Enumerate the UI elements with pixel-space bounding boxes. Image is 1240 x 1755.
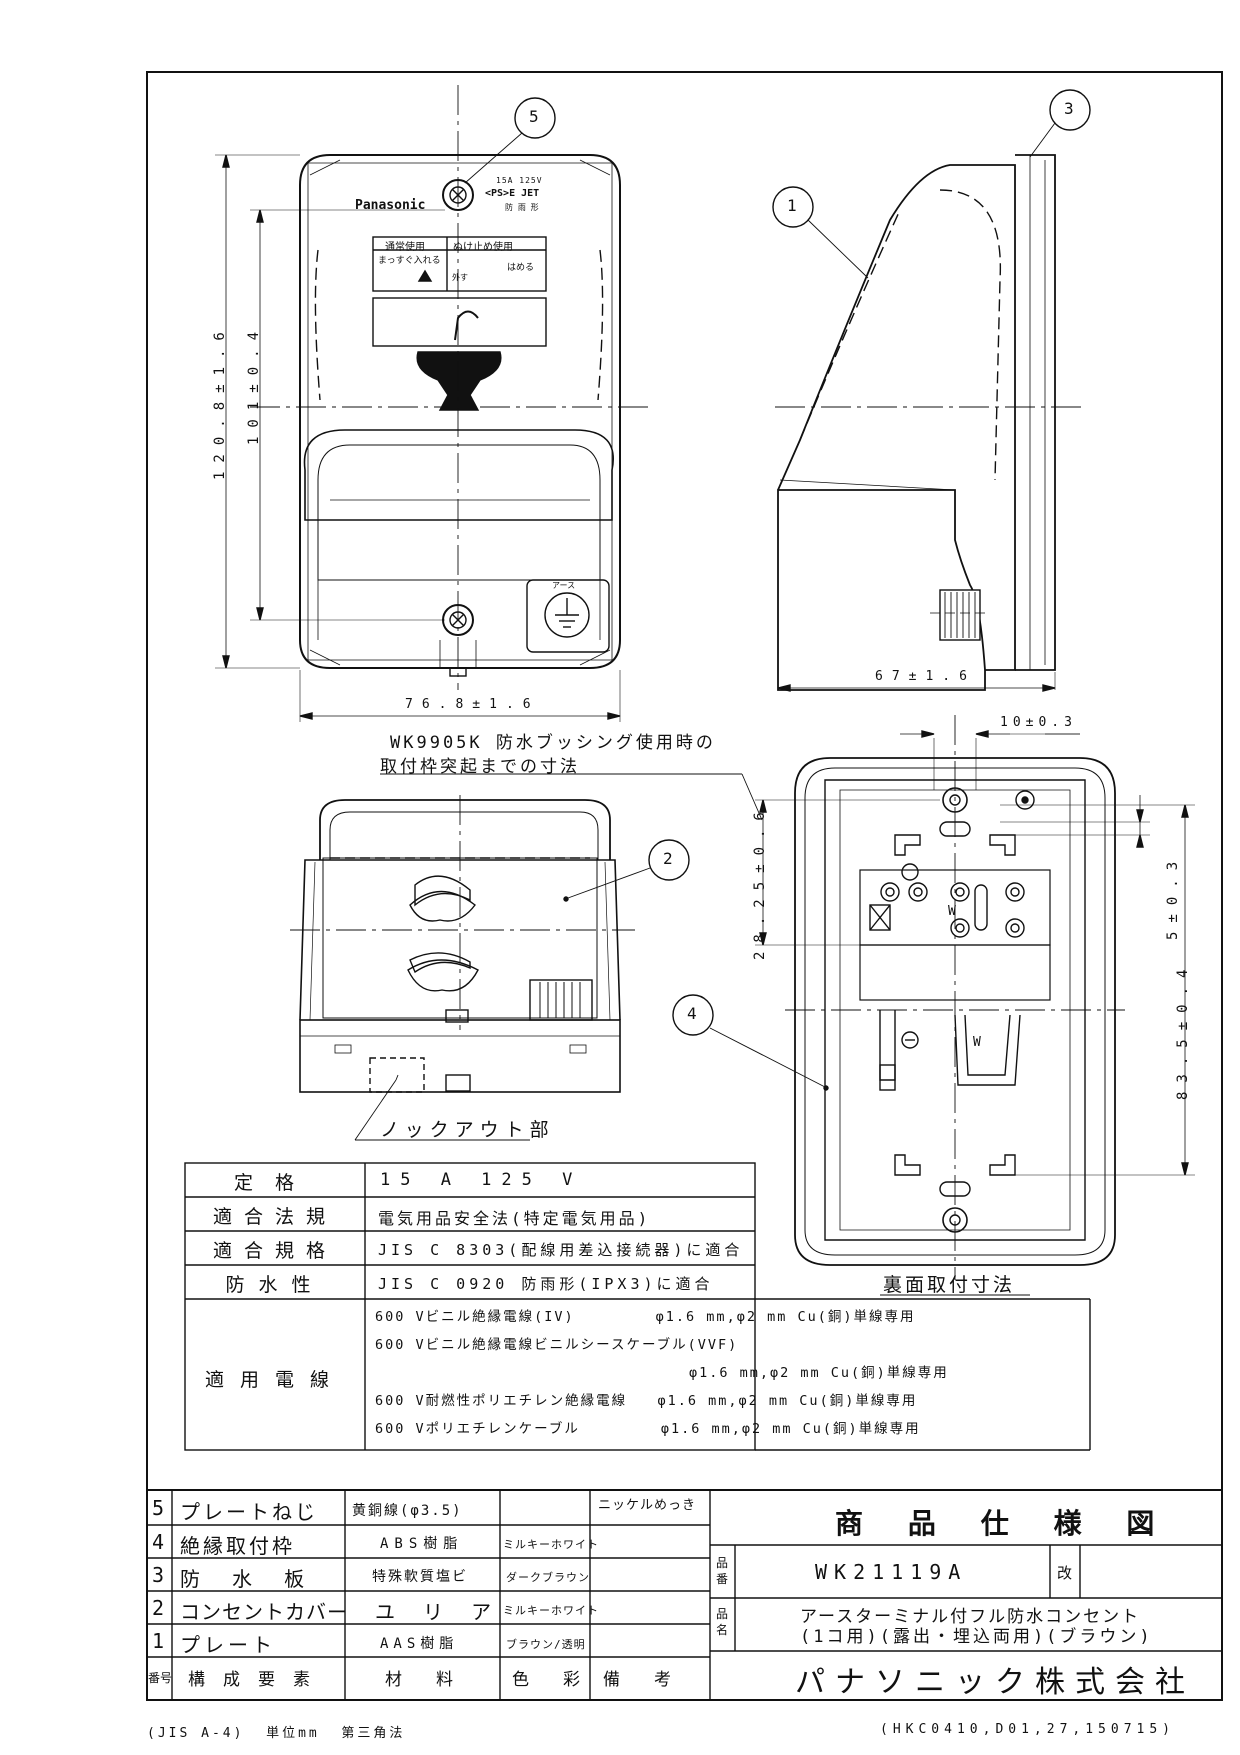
spec-label-0: 定格 — [233, 1172, 316, 1194]
bom-no: 2 — [152, 1596, 171, 1620]
bom-header-note: 備考 — [603, 1670, 705, 1690]
bom-part: プレート — [180, 1633, 276, 1657]
rainproof-small-text: 防 雨 形 — [505, 203, 539, 212]
part-no-label: 品番 — [716, 1556, 729, 1586]
wire-line-0: 600 Vビニル絶縁電線(IV) φ1.6 mm,φ2 mm Cu(銅)単線専用 — [375, 1309, 916, 1325]
back-view-caption: 裏面取付寸法 — [883, 1274, 1016, 1296]
bom-material: 特殊軟質塩ビ — [372, 1569, 468, 1585]
usage-normal-hint: まっすぐ入れる — [378, 256, 441, 266]
pse-mark: <PS>E JET — [485, 188, 540, 199]
bottom-view — [290, 795, 690, 1141]
footer-left: (JIS A-4) 単位mm 第三角法 — [147, 1726, 406, 1741]
spec-value-2: JIS C 8303(配線用差込接続器)に適合 — [378, 1241, 744, 1259]
wire-line-3: 600 V耐燃性ポリエチレン絶縁電線 φ1.6 mm,φ2 mm Cu(銅)単線… — [375, 1393, 918, 1409]
callout-3: 3 — [1064, 99, 1075, 118]
usage-normal-label: 通常使用 — [385, 242, 425, 253]
bom-color: ブラウン/透明 — [506, 1638, 586, 1651]
note-bushing-line1: WK9905K 防水ブッシング使用時の — [390, 733, 716, 753]
spec-value-3: JIS C 0920 防雨形(IPX3)に適合 — [378, 1275, 714, 1293]
spec-label-1: 適合法規 — [212, 1206, 337, 1228]
spec-label-3: 防水性 — [225, 1274, 325, 1296]
part-number: WK21119A — [815, 1560, 968, 1584]
brand-logo-text: Panasonic — [355, 198, 426, 213]
bom-part: コンセントカバー — [180, 1600, 348, 1624]
wire-line-2: φ1.6 mm,φ2 mm Cu(銅)単線専用 — [375, 1365, 949, 1381]
bom-color: ミルキーホワイト — [503, 1538, 599, 1551]
drawing-title: 商 品 仕 様 図 — [835, 1507, 1169, 1540]
product-name-line2: (1コ用)(露出・埋込両用)(ブラウン) — [800, 1627, 1153, 1647]
callout-1: 1 — [787, 196, 798, 215]
bom-part: 防 水 板 — [180, 1567, 315, 1591]
bom-lines — [147, 1489, 1222, 1700]
spec-label-2: 適合規格 — [212, 1240, 337, 1262]
wire-spec-label: 適用電線 — [204, 1369, 345, 1391]
bom-header-no: 番号 — [148, 1671, 173, 1685]
usage-lock-hint: はめる — [507, 263, 535, 273]
dim-height-outer: 120.8±1.6 — [212, 323, 228, 480]
revision-label: 改 — [1057, 1564, 1073, 1582]
note-bushing-line2: 取付枠突起までの寸法 — [380, 757, 580, 777]
wire-line-1: 600 Vビニル絶縁電線ビニルシースケーブル(VVF) — [375, 1337, 739, 1353]
bom-header-part: 構成要素 — [188, 1670, 328, 1690]
dim-height-inner: 101±0.4 — [246, 322, 262, 445]
bom-material: AAS樹脂 — [380, 1636, 459, 1652]
product-name-line1: アースターミナル付フル防水コンセント — [800, 1607, 1141, 1627]
name-label: 品名 — [716, 1607, 729, 1637]
w-mark-1: W — [948, 904, 956, 919]
knockout-label: ノックアウト部 — [380, 1119, 555, 1141]
bom-note: ニッケルめっき — [598, 1498, 697, 1513]
bom-no: 5 — [152, 1496, 171, 1520]
front-view — [215, 85, 650, 722]
bom-header-color: 色彩 — [512, 1670, 614, 1690]
callout-5: 5 — [529, 107, 540, 126]
callout-4: 4 — [687, 1004, 698, 1023]
usage-lock-hint-2: 外す — [452, 273, 468, 282]
bom-color: ダークブラウン — [506, 1571, 590, 1584]
bom-part: プレートねじ — [180, 1500, 318, 1524]
dim-depth: 67±1.6 — [875, 669, 976, 684]
rating-small-text: 15A 125V — [496, 176, 543, 185]
dim-top-back: 10±0.3 — [1000, 715, 1077, 730]
earth-label: アース — [552, 581, 576, 590]
dim-width: 76.8±1.6 — [405, 697, 540, 712]
company-name: パナソニック株式会社 — [795, 1665, 1195, 1700]
bom-color: ミルキーホワイト — [503, 1604, 599, 1617]
bom-material: 黄銅線(φ3.5) — [352, 1503, 463, 1519]
bom-no: 1 — [152, 1629, 171, 1653]
spec-value-0: 15 A 125 V — [380, 1170, 583, 1190]
side-view — [772, 89, 1091, 692]
bom-material: ABS樹脂 — [380, 1536, 464, 1552]
wire-line-4: 600 Vポリエチレンケーブル φ1.6 mm,φ2 mm Cu(銅)単線専用 — [375, 1421, 921, 1437]
callout-2: 2 — [663, 849, 674, 868]
w-mark-2: W — [973, 1035, 981, 1050]
bom-header-material: 材料 — [385, 1670, 487, 1690]
spec-value-1: 電気用品安全法(特定電気用品) — [378, 1209, 651, 1228]
spec-table-lines — [184, 1162, 1091, 1451]
bom-no: 3 — [152, 1563, 171, 1587]
back-view — [672, 715, 1195, 1296]
bom-part: 絶縁取付枠 — [180, 1534, 295, 1558]
footer-right: (HKC0410,D01,27,150715) — [880, 1722, 1176, 1737]
usage-lock-label: ぬけ止め使用 — [453, 242, 513, 253]
dim-right-small: 5±0.3 — [1165, 852, 1181, 940]
bom-no: 4 — [152, 1530, 171, 1554]
bom-material: ユ リ ア — [375, 1600, 500, 1624]
dim-left-back: 28.25±0.6 — [752, 803, 768, 960]
dim-right-large: 83.5±0.4 — [1175, 960, 1191, 1100]
